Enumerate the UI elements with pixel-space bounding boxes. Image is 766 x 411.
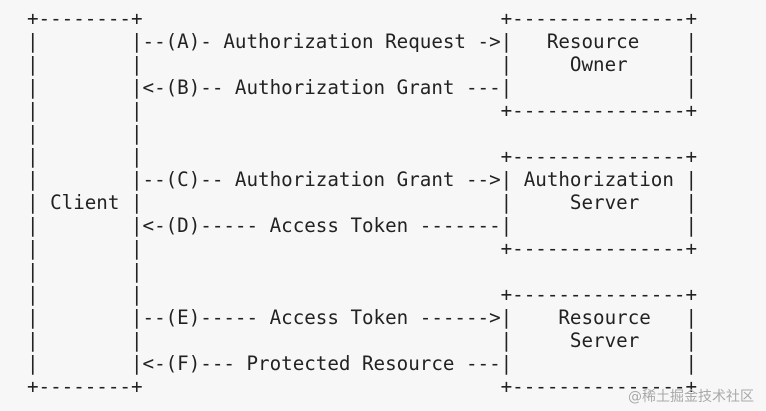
diagram-line-client-label: | Client | | Server | bbox=[27, 191, 698, 214]
diagram-line-spacer-2: | | bbox=[27, 260, 143, 283]
diagram-line-a-request: | |--(A)- Authorization Request ->| Reso… bbox=[27, 30, 698, 53]
oauth-flow-diagram: +--------+ +---------------+ | |--(A)- A… bbox=[27, 7, 697, 398]
diagram-line-resource-server-label: | | | Server | bbox=[27, 329, 698, 352]
diagram-line-auth-box-top: | | +---------------+ bbox=[27, 145, 698, 168]
diagram-line-top-border: +--------+ +---------------+ bbox=[27, 7, 698, 30]
diagram-line-f-protected-resource: | |<-(F)--- Protected Resource ---| | bbox=[27, 352, 698, 375]
diagram-line-bottom-border: +--------+ +---------------+ bbox=[27, 375, 698, 398]
diagram-line-auth-box-bottom: | | +---------------+ bbox=[27, 237, 698, 260]
diagram-line-resource-owner-label: | | | Owner | bbox=[27, 53, 698, 76]
diagram-line-spacer-1: | | bbox=[27, 122, 143, 145]
diagram-line-e-token: | |--(E)----- Access Token ------>| Reso… bbox=[27, 306, 698, 329]
watermark: @稀土掘金技术社区 bbox=[628, 389, 754, 405]
diagram-line-d-token: | |<-(D)----- Access Token -------| | bbox=[27, 214, 698, 237]
diagram-line-c-grant: | |--(C)-- Authorization Grant -->| Auth… bbox=[27, 168, 698, 191]
diagram-line-owner-box-bottom: | | +---------------+ bbox=[27, 99, 698, 122]
diagram-line-b-grant: | |<-(B)-- Authorization Grant ---| | bbox=[27, 76, 698, 99]
diagram-line-resource-box-top: | | +---------------+ bbox=[27, 283, 698, 306]
